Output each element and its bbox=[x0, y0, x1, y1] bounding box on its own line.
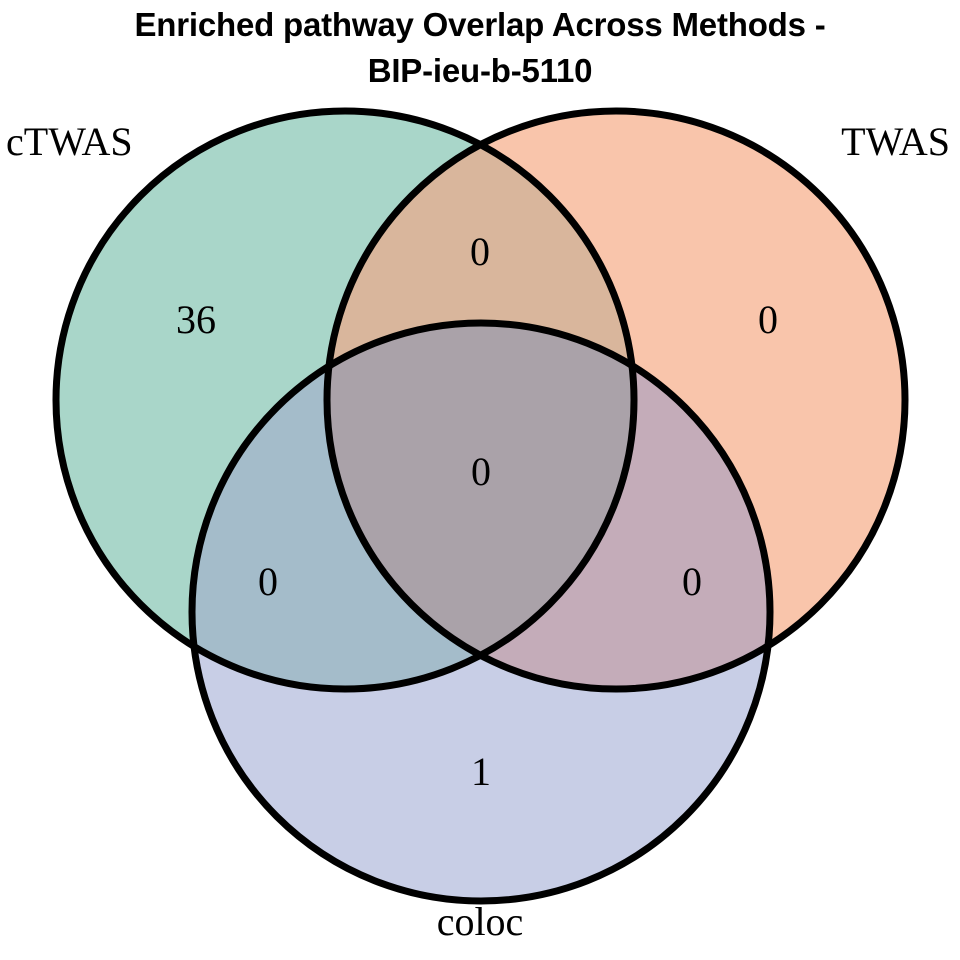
count-twas-coloc-overlap: 0 bbox=[682, 559, 702, 604]
count-ctwas-only: 36 bbox=[176, 297, 216, 342]
page-title-line-1: Enriched pathway Overlap Across Methods … bbox=[134, 6, 826, 43]
circle-outline-coloc bbox=[188, 319, 774, 905]
page-title-line-2: BIP-ieu-b-5110 bbox=[367, 52, 593, 89]
set-label-twas: TWAS bbox=[841, 119, 950, 164]
circle-outline-twas bbox=[323, 107, 909, 693]
count-ctwas-coloc-overlap: 0 bbox=[258, 559, 278, 604]
count-twas-only: 0 bbox=[758, 297, 778, 342]
page-title: Enriched pathway Overlap Across Methods … bbox=[0, 0, 960, 94]
count-all-three-overlap: 0 bbox=[471, 449, 491, 494]
set-label-ctwas: cTWAS bbox=[6, 119, 133, 164]
set-label-coloc: coloc bbox=[436, 899, 524, 944]
count-coloc-only: 1 bbox=[471, 749, 491, 794]
venn-outlines bbox=[52, 107, 909, 905]
circle-outline-ctwas bbox=[52, 107, 638, 693]
count-ctwas-twas-overlap: 0 bbox=[470, 229, 490, 274]
